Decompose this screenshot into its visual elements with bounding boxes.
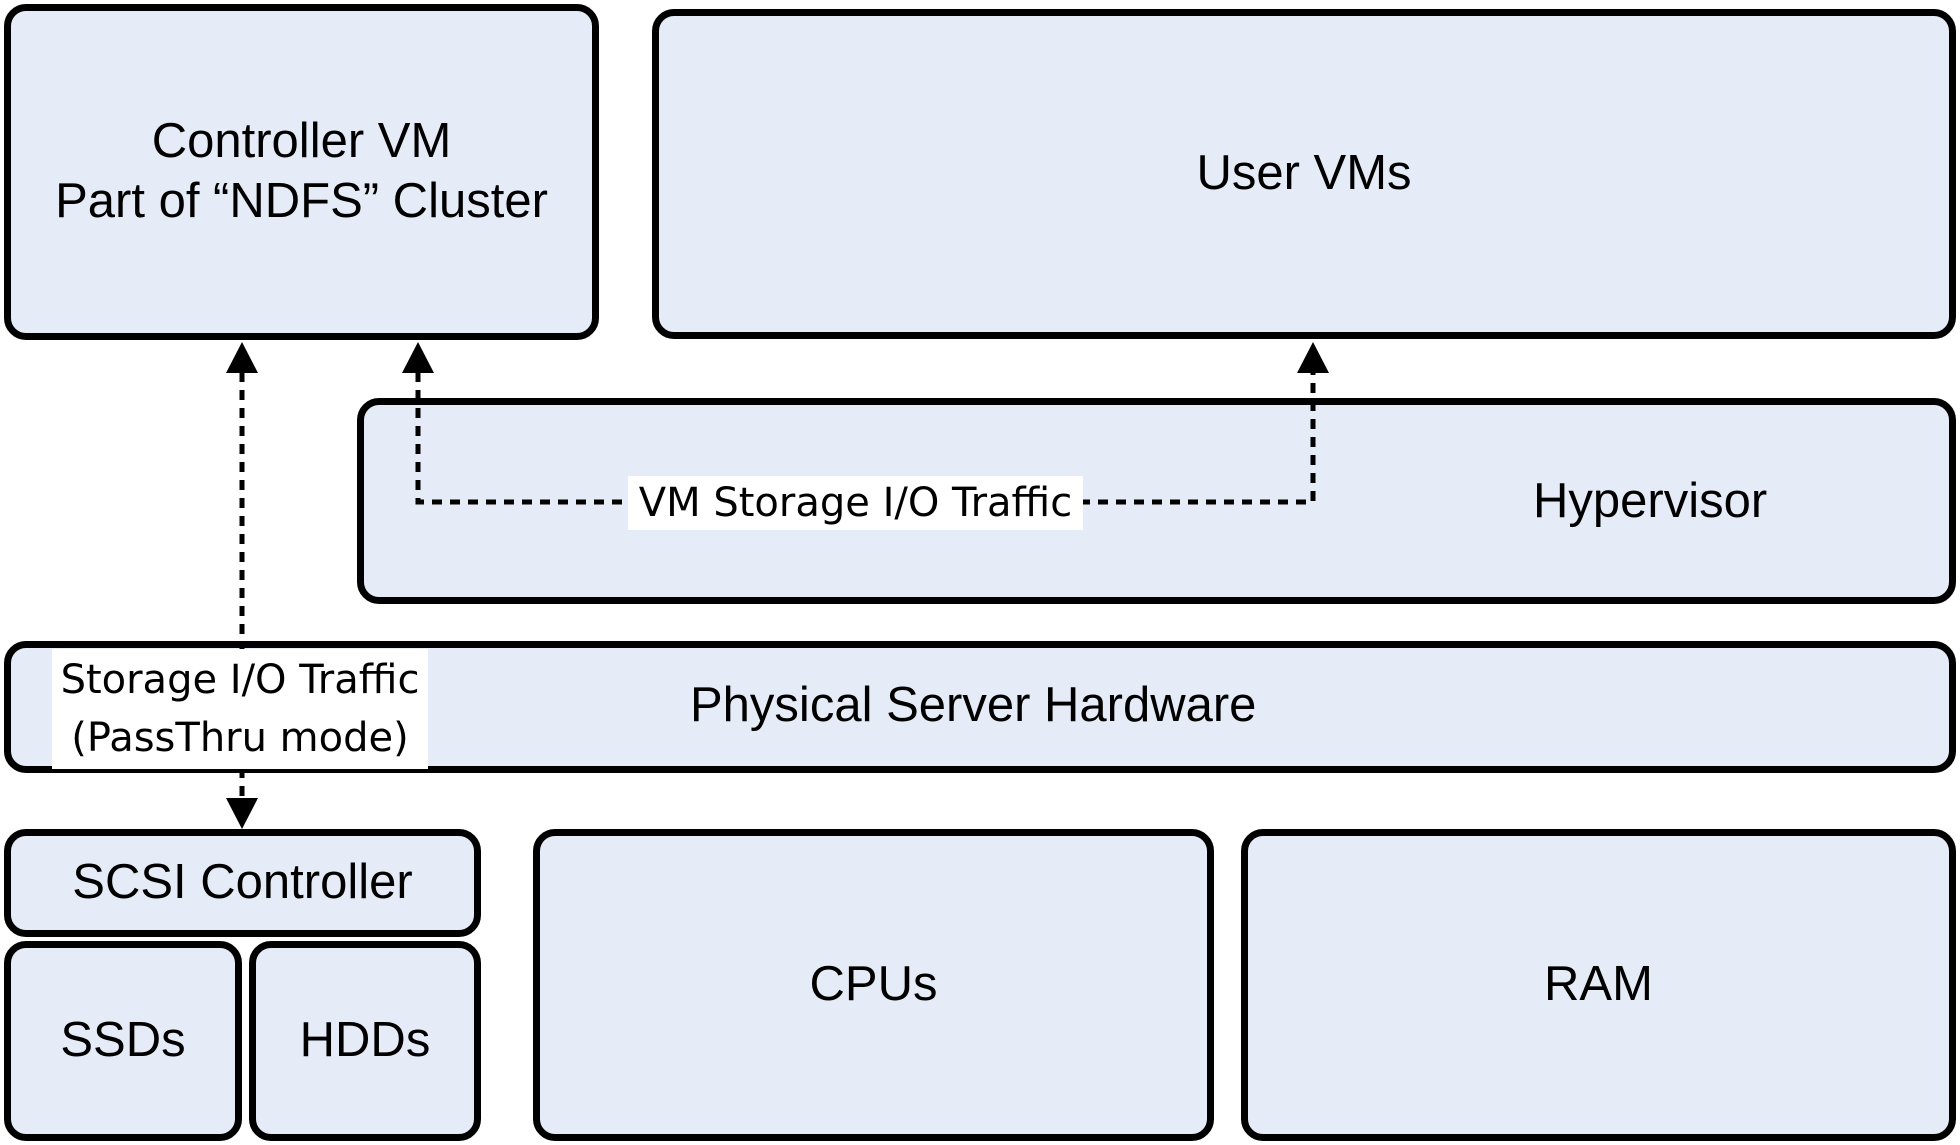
ssds-label: SSDs	[60, 1013, 186, 1068]
ram-box: RAM	[1241, 829, 1956, 1141]
controller-vm-subtitle: Part of “NDFS” Cluster	[55, 174, 548, 228]
hdds-label: HDDs	[299, 1013, 431, 1068]
controller-vm-title: Controller VM	[151, 114, 452, 169]
user-vms-label: User VMs	[1196, 146, 1412, 201]
cpus-box: CPUs	[533, 829, 1214, 1141]
vm-storage-traffic-label: VM Storage I/O Traffic	[628, 476, 1083, 530]
user-vms-box: User VMs	[652, 9, 1956, 339]
scsi-controller-box: SCSI Controller	[4, 829, 481, 937]
physical-server-hardware-label: Physical Server Hardware	[690, 678, 1257, 732]
cpus-label: CPUs	[809, 957, 938, 1012]
controller-vm-arrowhead-left	[226, 342, 258, 373]
hdds-box: HDDs	[249, 941, 481, 1141]
ram-label: RAM	[1544, 957, 1653, 1012]
scsi-controller-arrowhead	[226, 798, 258, 829]
controller-vm-arrowhead-right	[402, 342, 434, 373]
storage-traffic-line2: (PassThru mode)	[71, 715, 409, 761]
controller-vm-box: Controller VM Part of “NDFS” Cluster	[4, 4, 599, 340]
user-vms-arrowhead	[1297, 342, 1329, 373]
scsi-controller-label: SCSI Controller	[72, 855, 413, 910]
ssds-box: SSDs	[4, 941, 242, 1141]
vm-storage-traffic-text: VM Storage I/O Traffic	[638, 480, 1073, 526]
hypervisor-label: Hypervisor	[1533, 474, 1768, 528]
storage-traffic-label: Storage I/O Traffic (PassThru mode)	[52, 649, 428, 769]
storage-traffic-line1: Storage I/O Traffic	[60, 657, 420, 703]
